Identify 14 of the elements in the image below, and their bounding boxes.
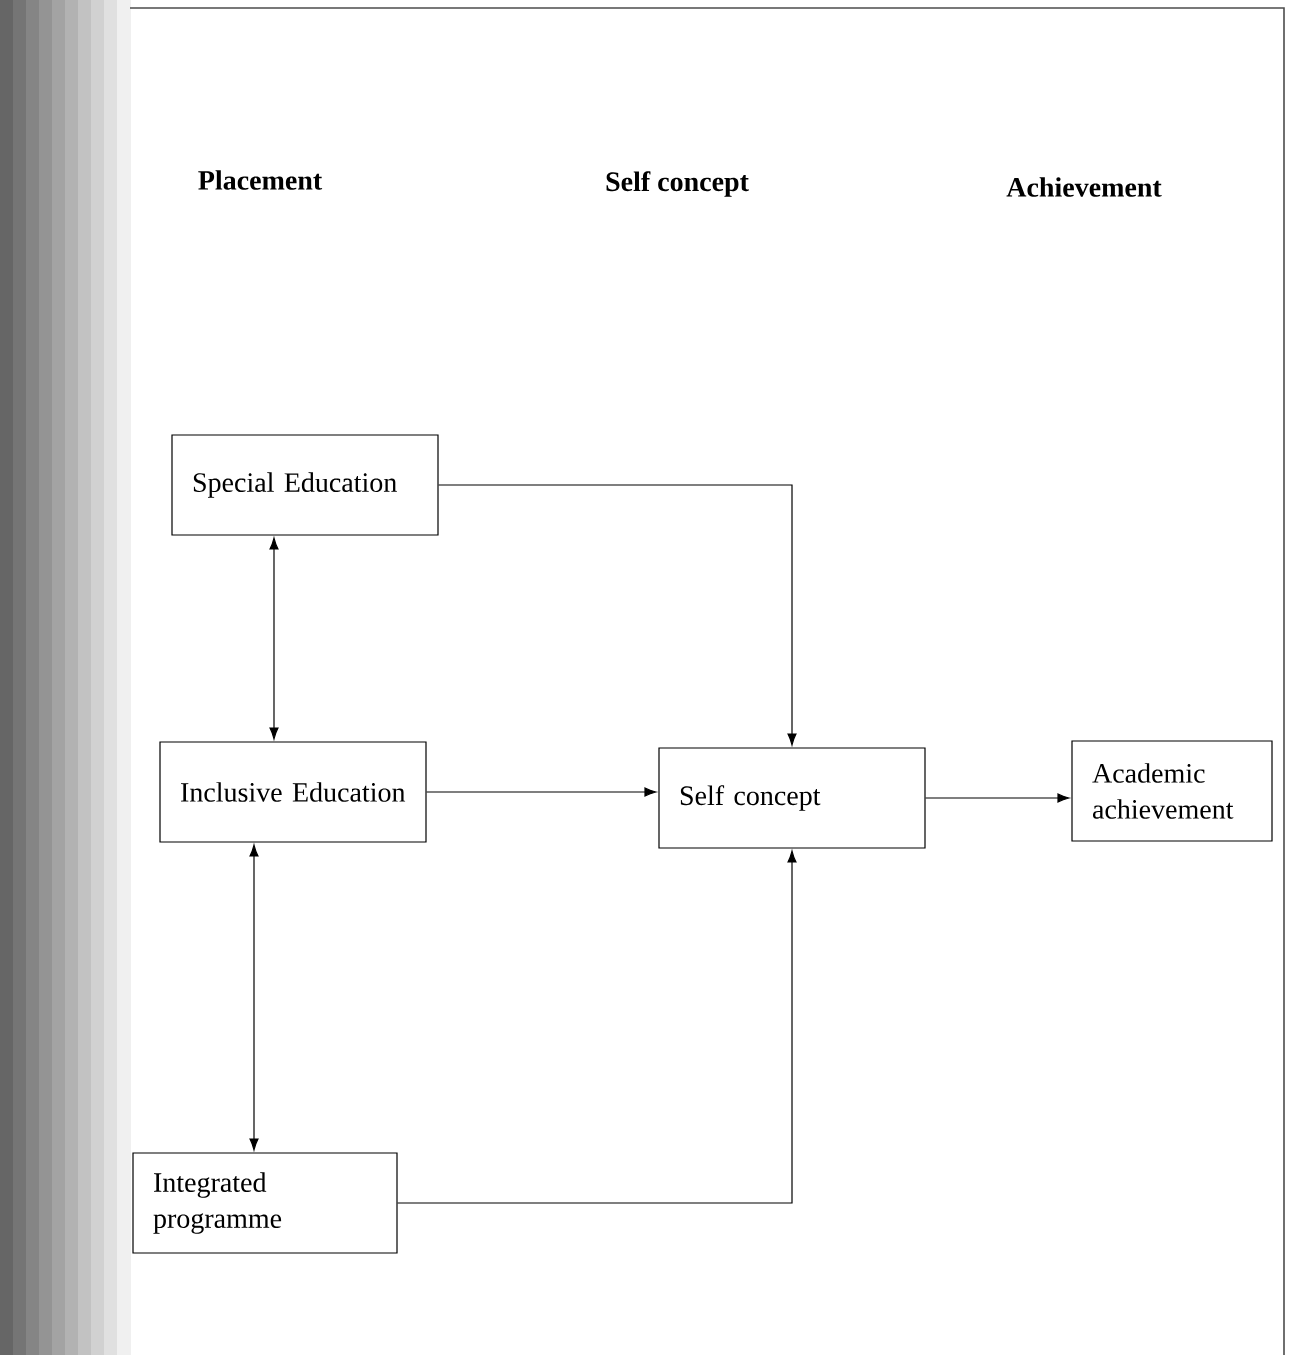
arrow	[249, 844, 259, 1151]
arrow	[925, 793, 1070, 803]
column-heading: Achievement	[1006, 177, 1162, 197]
arrow	[438, 484, 797, 746]
arrow	[397, 850, 797, 1204]
column-heading: Placement	[198, 170, 323, 190]
process-box: Inclusive Education	[159, 741, 427, 843]
process-box: Self concept	[658, 747, 926, 849]
process-box: Integrated programme	[132, 1152, 398, 1254]
process-box: Academic achievement	[1071, 740, 1273, 842]
process-box: Special Education	[171, 434, 439, 536]
arrow	[269, 537, 279, 740]
column-heading: Self concept	[606, 171, 749, 197]
arrow	[426, 787, 657, 797]
